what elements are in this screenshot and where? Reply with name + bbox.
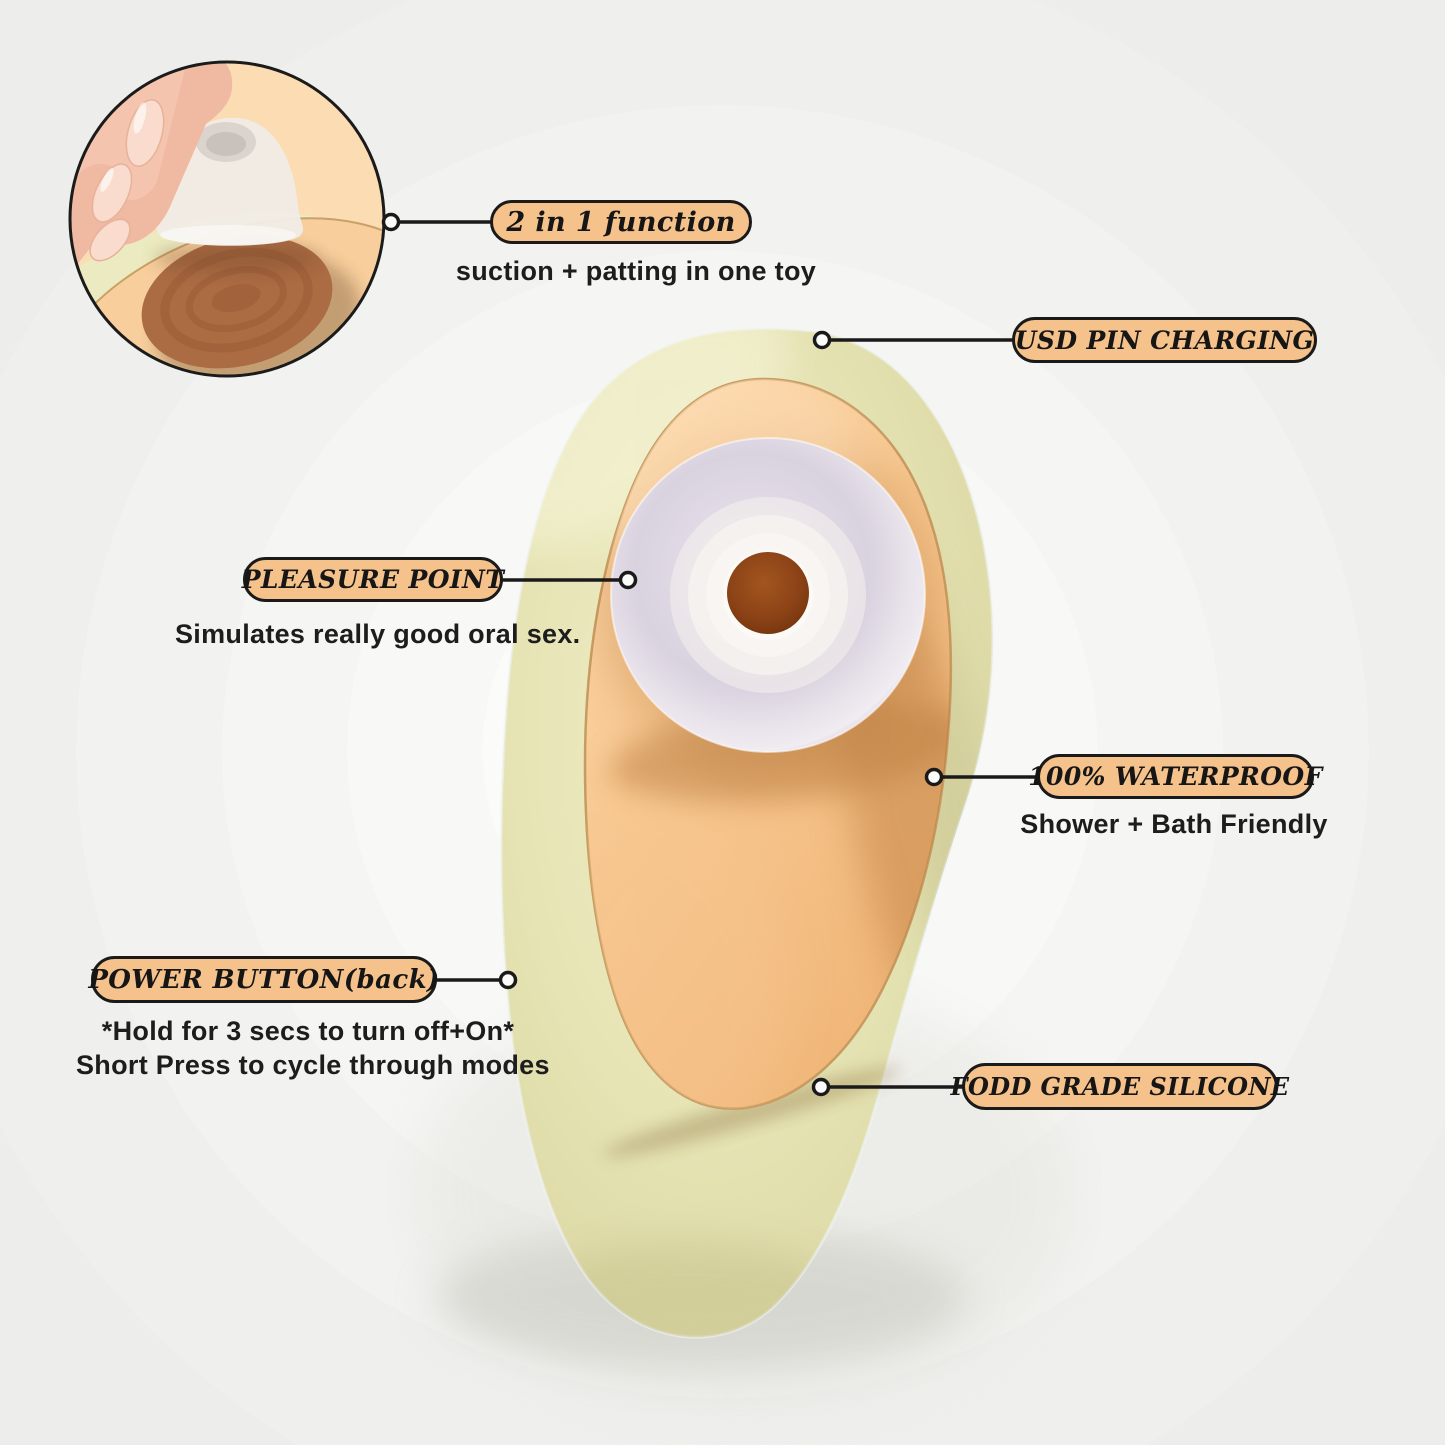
caption-pleasure-point: Simulates really good oral sex. xyxy=(175,619,581,649)
callout-badge-waterproof: 100% WATERPROOF xyxy=(1028,754,1322,799)
suction-hole xyxy=(727,552,809,634)
fingernail xyxy=(89,218,131,262)
connectors xyxy=(381,212,1041,1097)
connector-dot-silicone xyxy=(811,1077,831,1097)
callout-badge-food-grade-silicone: FODD GRADE SILICONE xyxy=(951,1063,1289,1110)
caption-power-button: *Hold for 3 secs to turn off+On* Short P… xyxy=(76,1014,550,1082)
connector-dot-usb xyxy=(812,330,832,350)
callout-badge-2in1: 2 in 1 function xyxy=(490,200,752,244)
suction-donut xyxy=(610,437,926,753)
device xyxy=(415,326,1075,1410)
caption-power-line1: *Hold for 3 secs to turn off+On* xyxy=(101,1016,515,1046)
connector-dot-power xyxy=(498,970,518,990)
connector-dot-pleasure xyxy=(618,570,638,590)
connector-dot-2in1 xyxy=(381,212,401,232)
fingernail xyxy=(91,163,133,223)
caption-2in1: suction + patting in one toy xyxy=(455,256,817,286)
callout-badge-pleasure-point: PLEASURE POINT xyxy=(242,557,504,602)
callout-badge-power-button: POWER BUTTON(back) xyxy=(88,956,439,1003)
connector-dot-waterproof xyxy=(924,767,944,787)
caption-power-line2: Short Press to cycle through modes xyxy=(76,1050,550,1080)
caption-waterproof: Shower + Bath Friendly xyxy=(1020,809,1328,839)
callout-badge-usb-charging: USD PIN CHARGING xyxy=(1012,317,1317,363)
